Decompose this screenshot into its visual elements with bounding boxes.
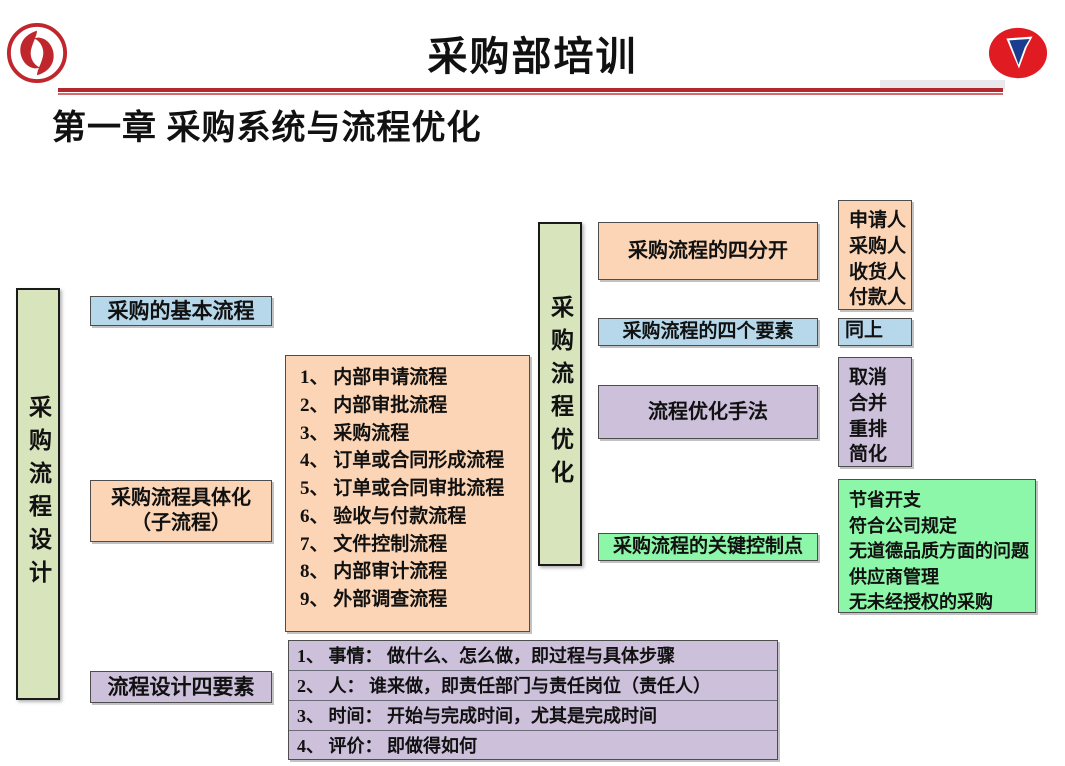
header-rule (58, 88, 1003, 92)
list-key-control-points[interactable]: 节省开支 符合公司规定 无道德品质方面的问题 供应商管理 无未经授权的采购 (838, 479, 1036, 613)
list-optimization-methods[interactable]: 取消 合并 重排 简化 (838, 357, 912, 467)
box-key-control-points-label: 采购流程的关键控制点 (612, 536, 803, 558)
list-item: 采购人 (849, 235, 907, 257)
box-optimization-methods-label: 流程优化手法 (648, 400, 768, 423)
box-four-design-elements[interactable]: 流程设计四要素 (90, 671, 272, 703)
list-item: 取消 (849, 367, 888, 388)
table-row-text: 4、 评价： 即做得如何 (297, 736, 477, 756)
page-title: 采购部培训 (427, 34, 638, 79)
list-item: 重排 (849, 418, 888, 440)
left-spine-label: 采购流程设计 (25, 395, 51, 593)
box-four-factors-detail-label: 同上 (845, 320, 884, 341)
list-four-separations-roles[interactable]: 申请人 采购人 收货人 付款人 (838, 200, 912, 310)
list-sub-processes[interactable]: 1、 内部申请流程 2、 内部审批流程 3、 采购流程 4、 订单或合同形成流程… (285, 355, 530, 632)
box-optimization-methods[interactable]: 流程优化手法 (598, 385, 818, 439)
list-item: 符合公司规定 (849, 515, 957, 536)
header-rule-shadow (880, 80, 1005, 89)
list-item: 5、 订单或合同审批流程 (300, 478, 505, 499)
table-row: 3、 时间： 开始与完成时间，尤其是完成时间 (289, 701, 777, 731)
list-item: 合并 (849, 392, 888, 414)
list-item: 4、 订单或合同形成流程 (300, 450, 505, 472)
box-four-separations-label: 采购流程的四分开 (628, 239, 788, 262)
list-item: 8、 内部审计流程 (300, 561, 448, 583)
box-concrete-process-line1: 采购流程具体化 (111, 487, 251, 509)
box-concrete-process-line2: （子流程） (131, 512, 231, 534)
table-row: 2、 人： 谁来做，即责任部门与责任岗位（责任人） (289, 671, 777, 701)
table-four-design-elements[interactable]: 1、 事情： 做什么、怎么做，即过程与具体步骤 2、 人： 谁来做，即责任部门与… (288, 640, 778, 760)
list-item: 9、 外部调查流程 (300, 589, 448, 610)
box-basic-process-label: 采购的基本流程 (107, 298, 255, 323)
list-item: 付款人 (849, 287, 907, 309)
company-emblem-logo-icon (987, 22, 1049, 84)
list-item: 无未经授权的采购 (849, 592, 993, 612)
box-key-control-points[interactable]: 采购流程的关键控制点 (598, 533, 818, 561)
dongfeng-motor-logo-icon (6, 22, 68, 84)
box-four-factors-label: 采购流程的四个要素 (622, 321, 794, 343)
left-spine-purchasing-process-design: 采购流程设计 (16, 288, 60, 700)
table-row-text: 3、 时间： 开始与完成时间，尤其是完成时间 (297, 706, 657, 726)
box-four-factors-detail[interactable]: 同上 (838, 318, 912, 346)
table-row: 4、 评价： 即做得如何 (289, 731, 777, 761)
list-item: 无道德品质方面的问题 (849, 541, 1029, 561)
table-row-text: 2、 人： 谁来做，即责任部门与责任岗位（责任人） (297, 676, 711, 696)
table-row: 1、 事情： 做什么、怎么做，即过程与具体步骤 (289, 641, 777, 671)
box-four-factors[interactable]: 采购流程的四个要素 (598, 318, 818, 346)
list-item: 7、 文件控制流程 (300, 533, 448, 555)
list-item: 3、 采购流程 (300, 422, 410, 444)
list-item: 6、 验收与付款流程 (300, 505, 467, 527)
mid-spine-purchasing-process-optimization: 采购流程优化 (538, 222, 582, 566)
box-basic-process[interactable]: 采购的基本流程 (90, 296, 272, 326)
list-item: 1、 内部申请流程 (300, 367, 448, 388)
chapter-heading: 第一章 采购系统与流程优化 (52, 110, 482, 147)
list-item: 申请人 (849, 210, 907, 231)
box-concrete-process[interactable]: 采购流程具体化 （子流程） (90, 480, 272, 542)
list-item: 简化 (849, 444, 888, 466)
mid-spine-label: 采购流程优化 (547, 295, 573, 493)
list-item: 供应商管理 (849, 566, 939, 587)
box-four-design-elements-label: 流程设计四要素 (107, 674, 255, 699)
header-rule-secondary (58, 93, 1003, 95)
list-item: 收货人 (849, 261, 907, 283)
list-item: 2、 内部审批流程 (300, 394, 448, 416)
table-row-text: 1、 事情： 做什么、怎么做，即过程与具体步骤 (297, 646, 675, 666)
box-four-separations[interactable]: 采购流程的四分开 (598, 222, 818, 280)
list-item: 节省开支 (849, 490, 921, 510)
